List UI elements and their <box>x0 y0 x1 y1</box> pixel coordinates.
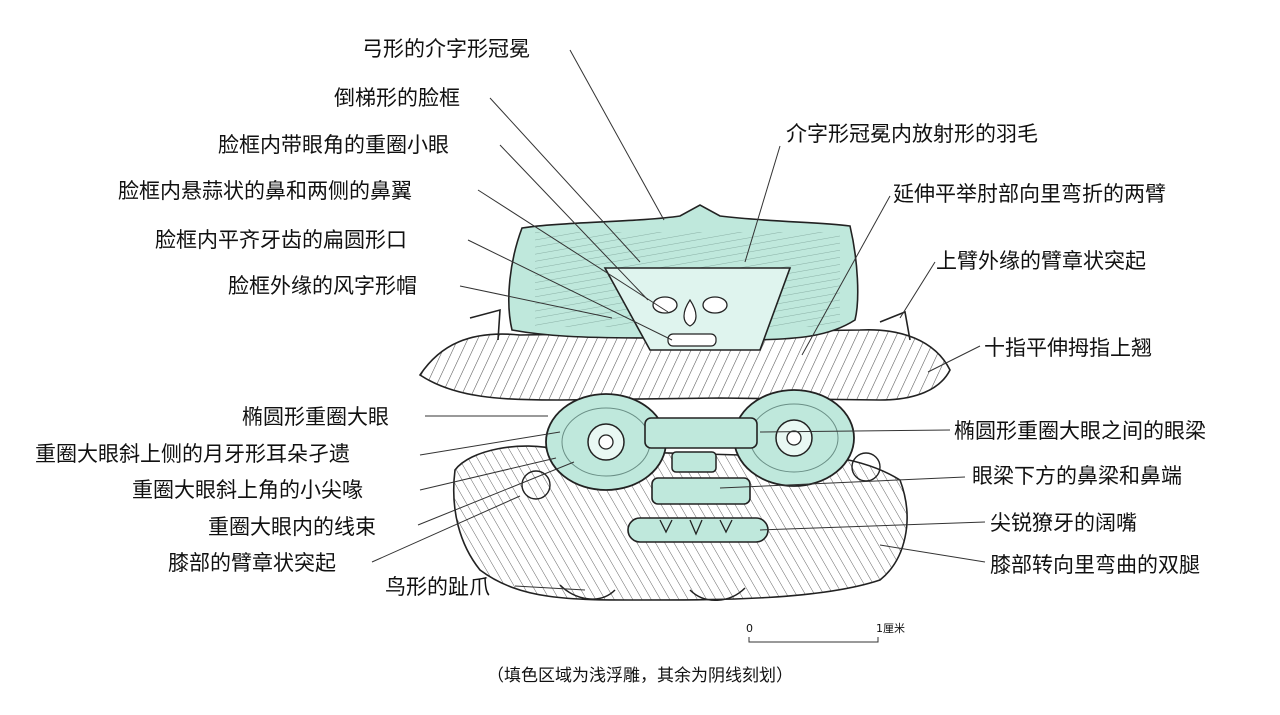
label-legs: 膝部转向里弯曲的双腿 <box>990 553 1200 577</box>
right-pupil <box>786 430 802 446</box>
scale-bar <box>748 637 879 643</box>
label-upper-arm-bump: 上臂外缘的臂章状突起 <box>936 249 1146 273</box>
scale-end-label: 1厘米 <box>876 622 905 635</box>
leader-lines <box>371 49 986 591</box>
small-left-eye <box>652 296 678 314</box>
label-eye-lines: 重圈大眼内的线束 <box>208 515 376 539</box>
small-mouth <box>667 333 717 347</box>
label-small-nose: 脸框内悬蒜状的鼻和两侧的鼻翼 <box>118 179 412 203</box>
left-pupil <box>598 434 614 450</box>
label-bird-claws: 鸟形的趾爪 <box>385 575 490 599</box>
label-hat: 脸框外缘的风字形帽 <box>228 274 417 298</box>
label-knee-armlet: 膝部的臂章状突起 <box>168 551 336 575</box>
label-eye-bridge: 椭圆形重圈大眼之间的眼梁 <box>954 419 1206 443</box>
arms-band <box>418 329 951 401</box>
label-small-beak: 重圈大眼斜上角的小尖喙 <box>132 478 363 502</box>
left-armlet-bump <box>469 308 501 341</box>
label-crown-bow: 弓形的介字形冠冕 <box>362 37 530 61</box>
fangs <box>659 519 733 536</box>
eye-bridge <box>644 417 758 449</box>
label-ear-remnant: 重圈大眼斜上侧的月牙形耳朵孑遗 <box>35 442 350 466</box>
label-big-eye: 椭圆形重圈大眼 <box>242 405 389 429</box>
nose-tip <box>651 477 751 505</box>
label-small-mouth: 脸框内平齐牙齿的扁圆形口 <box>155 228 407 252</box>
left-knee-spiral <box>521 470 551 500</box>
nose-bridge <box>671 451 717 473</box>
small-right-eye <box>702 296 728 314</box>
label-arms: 延伸平举肘部向里弯折的两臂 <box>893 182 1166 206</box>
label-fanged-mouth: 尖锐獠牙的阔嘴 <box>990 511 1137 535</box>
small-nose <box>683 298 697 327</box>
label-feathers: 介字形冠冕内放射形的羽毛 <box>786 122 1038 146</box>
scale-start-label: 0 <box>746 622 753 635</box>
label-small-eyes: 脸框内带眼角的重圈小眼 <box>218 133 449 157</box>
figure-caption: （填色区域为浅浮雕，其余为阴线刻划） <box>487 666 793 686</box>
right-armlet-bump <box>879 310 911 341</box>
label-fingers: 十指平伸拇指上翘 <box>984 336 1152 360</box>
label-nose-bridge: 眼梁下方的鼻梁和鼻端 <box>972 464 1182 488</box>
label-inverted-face-frame: 倒梯形的脸框 <box>334 86 460 110</box>
